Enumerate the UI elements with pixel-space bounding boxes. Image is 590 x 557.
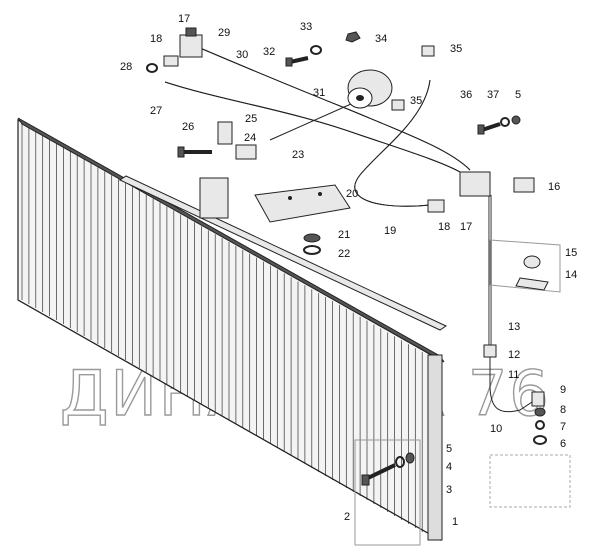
callout-19: 19: [384, 225, 396, 237]
callout-27: 27: [150, 105, 162, 117]
condenser-side-tank: [427, 354, 443, 541]
o-ring-28: [146, 63, 158, 73]
receiver-drier-top: [179, 27, 203, 58]
callout-12: 12: [508, 349, 520, 361]
refrigerant-lines: [164, 47, 536, 413]
receiver-drier-17: [459, 171, 491, 197]
callout-15: 15: [565, 247, 577, 259]
fitting-35-top: [421, 45, 435, 57]
fitting-9: [531, 391, 545, 407]
callout-labels: 17 18 29 28 30 27 33 32 34 35 31 35 36 3…: [120, 13, 577, 528]
condenser: [17, 117, 445, 542]
callout-29: 29: [218, 27, 230, 39]
callout-17-top: 17: [178, 13, 190, 25]
callout-34: 34: [375, 33, 387, 45]
compressor-31: [347, 69, 393, 109]
callout-28: 28: [120, 61, 132, 73]
callout-30: 30: [236, 49, 248, 61]
condenser-fins: [21, 124, 437, 540]
callout-24: 24: [244, 132, 256, 144]
callout-31: 31: [313, 87, 325, 99]
bolt-32: [285, 56, 309, 67]
clamp-24: [235, 144, 257, 160]
washer-33: [310, 45, 322, 55]
callout-18-top: 18: [150, 33, 162, 45]
callout-23: 23: [292, 149, 304, 161]
callout-7: 7: [560, 421, 566, 433]
callout-4: 4: [446, 461, 452, 473]
fitting-18-top: [163, 55, 179, 67]
callout-33: 33: [300, 21, 312, 33]
callout-9: 9: [560, 384, 566, 396]
washer-37: [500, 117, 510, 127]
callout-1: 1: [452, 516, 458, 528]
callout-20: 20: [346, 188, 358, 200]
detail-15-14: [489, 239, 561, 293]
callout-25: 25: [245, 113, 257, 125]
support-rail: [118, 175, 448, 331]
mounting-bolt-2-3-4-5: [354, 439, 421, 546]
callout-18-bottom: 18: [438, 221, 450, 233]
callout-36: 36: [460, 89, 472, 101]
nut-5-top: [511, 115, 521, 125]
bracket-left: [199, 177, 229, 219]
callout-22: 22: [338, 248, 350, 260]
callout-35-top: 35: [450, 43, 462, 55]
seals-8-7-6: [533, 407, 547, 445]
bolt-36: [477, 122, 501, 135]
detail-box-bottom-right: [489, 454, 571, 508]
callout-14: 14: [565, 269, 577, 281]
nuts-21-22: [303, 233, 321, 255]
callout-8: 8: [560, 404, 566, 416]
callout-13: 13: [508, 321, 520, 333]
callout-3: 3: [446, 484, 452, 496]
bushing-25: [217, 121, 233, 145]
fitting-35-mid: [391, 99, 405, 111]
mounting-plate: [254, 184, 351, 223]
fitting-18-bottom: [427, 199, 445, 213]
callout-32: 32: [263, 46, 275, 58]
callout-35-mid: 35: [410, 95, 422, 107]
callout-6: 6: [560, 438, 566, 450]
fitting-16: [513, 177, 535, 193]
callout-26: 26: [182, 121, 194, 133]
callout-21: 21: [338, 229, 350, 241]
callout-11: 11: [508, 369, 519, 381]
callout-2: 2: [344, 511, 350, 523]
callout-10: 10: [490, 423, 502, 435]
tube-13-12: [483, 344, 497, 358]
bolt-26: [177, 146, 212, 158]
callout-17-bottom: 17: [460, 221, 472, 233]
callout-5-bottom: 5: [446, 443, 452, 455]
nut-34: [345, 31, 361, 43]
callout-16: 16: [548, 181, 560, 193]
callout-5-top: 5: [515, 89, 521, 101]
callout-37: 37: [487, 89, 499, 101]
